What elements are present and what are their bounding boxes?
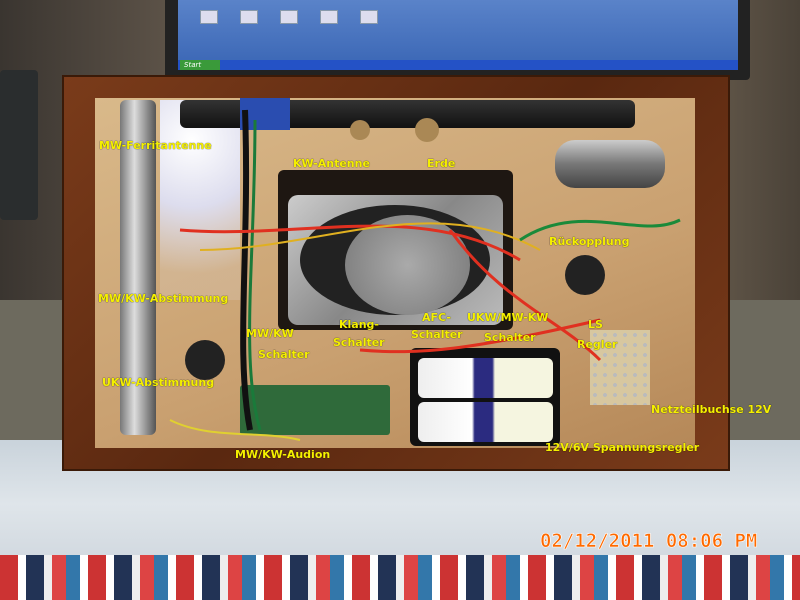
label-band-switch-2: Schalter: [484, 331, 536, 344]
label-tone-switch-1: Klang-: [339, 318, 379, 331]
start-button: Start: [180, 60, 220, 70]
antenna-terminal: [350, 120, 370, 140]
desktop-icon: [200, 10, 218, 24]
audion-pcb: [240, 385, 390, 435]
feedback-potentiometer: [565, 255, 605, 295]
vacuum-tube: [555, 140, 665, 188]
ferrite-antenna-light: [160, 100, 240, 300]
label-afc-switch-1: AFC-: [422, 311, 451, 324]
label-mw-kw-switch-1: MW/KW: [246, 327, 294, 340]
label-band-switch-1: UKW/MW-KW: [467, 311, 549, 324]
label-voltage-regulator: 12V/6V Spannungsregler: [545, 441, 700, 454]
battery: [418, 402, 553, 442]
label-speaker-volume-1: LS: [588, 318, 603, 331]
desktop-icon: [360, 10, 378, 24]
label-tone-switch-2: Schalter: [333, 336, 385, 349]
desktop-icon: [240, 10, 258, 24]
flags-strip: [0, 555, 800, 600]
desktop-icon: [320, 10, 338, 24]
background-device: [0, 70, 38, 220]
label-audion: MW/KW-Audion: [235, 448, 331, 461]
label-mw-kw-switch-2: Schalter: [258, 348, 310, 361]
date-stamp: 02/12/2011 08:06 PM: [540, 530, 758, 553]
label-afc-switch-2: Schalter: [411, 328, 463, 341]
fm-tuning-potentiometer: [185, 340, 225, 380]
label-speaker-volume-2: Regler: [577, 338, 618, 351]
label-fm-tuning: UKW-Abstimmung: [102, 376, 215, 389]
battery: [418, 358, 553, 398]
label-ground: Erde: [427, 157, 456, 170]
label-kw-antenna: KW-Antenne: [293, 157, 370, 170]
taskbar: [178, 60, 738, 70]
monitor-screen: [178, 0, 738, 68]
label-mw-kw-tuning: MW/KW-Abstimmung: [98, 292, 229, 305]
label-feedback: Rückopplung: [549, 235, 630, 248]
voltage-regulator-board: [590, 330, 650, 405]
ground-terminal: [415, 118, 439, 142]
label-mw-ferrite-antenna: MW-Ferritantenne: [99, 139, 212, 152]
desktop-icon: [280, 10, 298, 24]
label-power-jack: Netzteilbuchse 12V: [651, 403, 772, 416]
telescopic-antenna-rod: [120, 100, 156, 435]
